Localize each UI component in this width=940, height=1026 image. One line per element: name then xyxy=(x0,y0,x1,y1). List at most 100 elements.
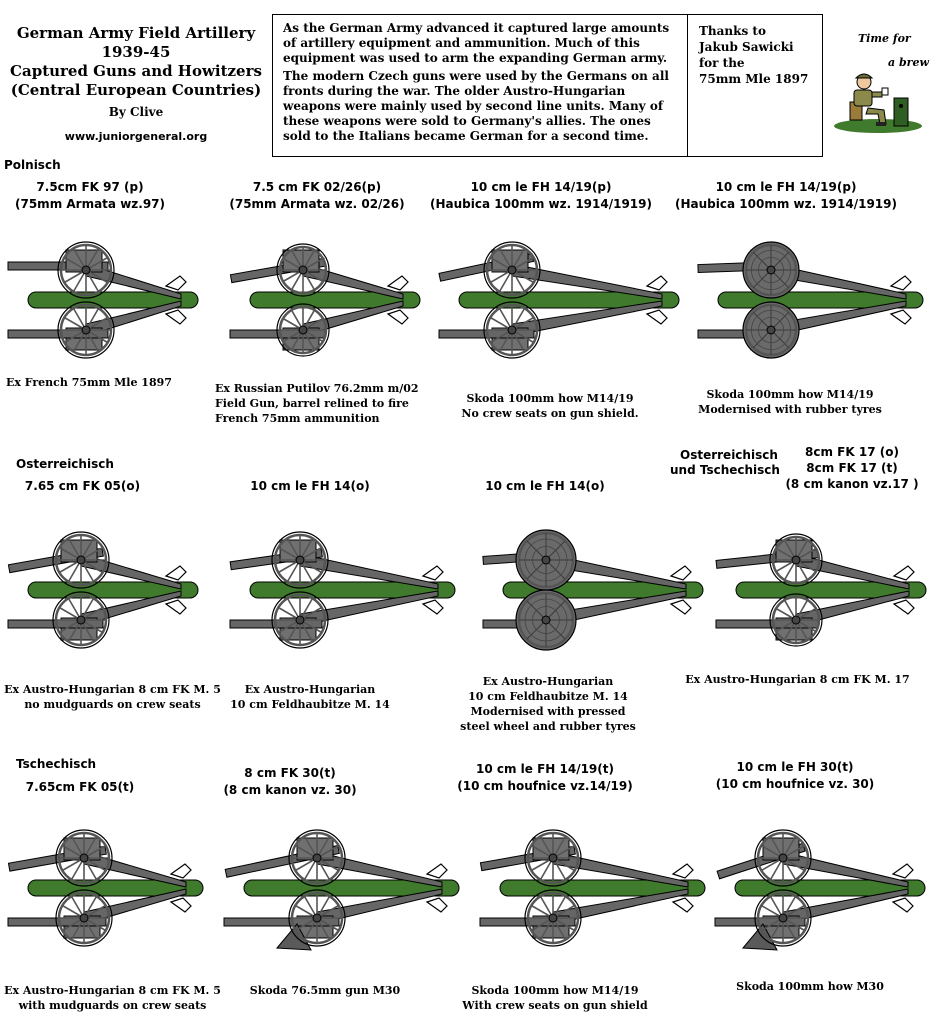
wheel-icon xyxy=(742,241,800,299)
caption-line: Ex Austro-Hungarian 8 cm FK M. 5 xyxy=(4,984,221,997)
gun-designation: 10 cm le FH 14(o) xyxy=(250,479,370,493)
gun-title: 8 cm FK 30(t) (8 cm kanon vz. 30) xyxy=(205,765,375,799)
gun-designation: 8cm FK 17 (t) xyxy=(806,461,898,475)
caption-line: Modernised with pressed xyxy=(470,705,626,718)
gun-sprite xyxy=(7,241,199,359)
caption-line: No crew seats on gun shield. xyxy=(461,407,639,420)
base-stand xyxy=(27,879,204,897)
time-for-a-brew-logo: Time for a brew xyxy=(832,28,932,134)
caption-line: no mudguards on crew seats xyxy=(24,698,201,711)
logo-text: Time for xyxy=(858,32,911,45)
base-stand xyxy=(249,291,421,309)
gun-caption: Ex Austro-Hungarian 10 cm Feldhaubitze M… xyxy=(448,674,648,734)
gun-caption: Ex Austro-Hungarian 8 cm FK M. 17 xyxy=(680,672,915,687)
gun-caption: Skoda 100mm how M14/19 No crew seats on … xyxy=(440,391,660,421)
gun-designation: (10 cm houfnice vz.14/19) xyxy=(457,779,633,793)
wheel-icon xyxy=(524,829,582,887)
gun-designation: 10 cm le FH 14/19(t) xyxy=(475,762,614,776)
gun-sprite xyxy=(482,529,704,651)
gun-title: 10 cm le FH 30(t) (10 cm houfnice vz. 30… xyxy=(700,759,890,793)
caption-line: With crew seats on gun shield xyxy=(462,999,648,1012)
notes-box: As the German Army advanced it captured … xyxy=(272,14,823,157)
gun-title: 10 cm le FH 14/19(p) (Haubica 100mm wz. … xyxy=(670,179,902,213)
gun-title: 10 cm le FH 14(o) xyxy=(225,478,395,495)
gun-caption: Ex Austro-Hungarian 8 cm FK M. 5 no mudg… xyxy=(0,682,225,712)
note-paragraph: The modern Czech guns were used by the G… xyxy=(283,69,669,143)
gun-designation: 10 cm le FH 14/19(p) xyxy=(715,180,857,194)
gun-sprite xyxy=(715,533,927,647)
wheel-icon xyxy=(276,243,330,297)
caption-line: Field Gun, barrel relined to fire xyxy=(215,397,409,410)
gun-bottom-half xyxy=(223,888,448,951)
caption-line: Ex Austro-Hungarian xyxy=(482,675,614,688)
history-note: As the German Army advanced it captured … xyxy=(273,15,688,156)
wheel-icon xyxy=(515,529,577,591)
gun-title: 7.5 cm FK 02/26(p) (75mm Armata wz. 02/2… xyxy=(222,179,412,213)
byline: By Clive xyxy=(108,105,164,119)
wheel-icon xyxy=(52,531,110,589)
site-url[interactable]: www.juniorgeneral.org xyxy=(64,130,208,143)
thanks-line: 75mm Mle 1897 xyxy=(699,72,809,86)
wheel-icon xyxy=(276,303,330,357)
section-osterreichisch-tschechisch: Osterreichisch xyxy=(680,448,778,462)
wheel-icon xyxy=(57,241,115,299)
caption-line: Skoda 100mm how M14/19 xyxy=(706,388,874,401)
gun-caption: Ex Austro-Hungarian 10 cm Feldhaubitze M… xyxy=(220,682,400,712)
title-line: (Central European Countries) xyxy=(10,81,262,99)
caption-line: Ex Russian Putilov 76.2mm m/02 xyxy=(215,382,419,395)
thanks-line: Thanks to xyxy=(699,24,766,38)
caption-line: French 75mm ammunition xyxy=(215,412,380,425)
wheel-icon xyxy=(52,591,110,649)
wheel-icon xyxy=(55,829,113,887)
gun-title: 10 cm le FH 14/19(p) (Haubica 100mm wz. … xyxy=(425,179,657,213)
caption-line: Ex Austro-Hungarian xyxy=(244,683,376,696)
wheel-icon xyxy=(55,889,113,947)
caption-line: Skoda 76.5mm gun M30 xyxy=(249,984,401,997)
caption-line: steel wheel and rubber tyres xyxy=(460,720,636,733)
soldier-drinking-icon xyxy=(834,73,922,133)
wheel-icon xyxy=(271,591,329,649)
wheel-icon xyxy=(57,301,115,359)
wheel-icon xyxy=(754,889,812,947)
gun-caption: Skoda 76.5mm gun M30 xyxy=(240,983,410,998)
gun-sprite xyxy=(438,241,680,359)
wheel-icon xyxy=(769,533,823,587)
caption-line: Ex French 75mm Mle 1897 xyxy=(6,376,172,389)
gun-designation: (10 cm houfnice vz. 30) xyxy=(715,777,875,791)
thanks-line: for the xyxy=(699,56,745,70)
wheel-icon xyxy=(754,829,812,887)
caption-line: Ex Austro-Hungarian 8 cm FK M. 17 xyxy=(685,673,910,686)
gun-caption: Skoda 100mm how M14/19 With crew seats o… xyxy=(450,983,660,1013)
caption-line: with mudguards on crew seats xyxy=(18,999,207,1012)
wheel-icon xyxy=(288,889,346,947)
gun-designation: 10 cm le FH 30(t) xyxy=(736,760,854,774)
gun-designation: 10 cm le FH 14(o) xyxy=(485,479,605,493)
wheel-icon xyxy=(742,301,800,359)
gun-caption: Skoda 100mm how M14/19 Modernised with r… xyxy=(690,387,890,417)
caption-line: Ex Austro-Hungarian 8 cm FK M. 5 xyxy=(4,683,221,696)
gun-designation: (Haubica 100mm wz. 1914/1919) xyxy=(430,197,652,211)
gun-designation: 10 cm le FH 14/19(p) xyxy=(470,180,612,194)
gun-sprite xyxy=(229,531,456,649)
gun-designation: 7.65cm FK 05(t) xyxy=(25,780,135,794)
gun-title: 7.5cm FK 97 (p) (75mm Armata wz.97) xyxy=(0,179,180,213)
gun-caption: Skoda 100mm how M30 xyxy=(725,979,895,994)
title-line: German Army Field Artillery xyxy=(16,24,256,42)
wheel-icon xyxy=(515,589,577,651)
section-osterreichisch: Osterreichisch xyxy=(16,457,114,471)
gun-sprite xyxy=(229,243,421,357)
gun-title: 10 cm le FH 14/19(t) (10 cm houfnice vz.… xyxy=(440,761,650,795)
logo-text: a brew xyxy=(888,56,929,69)
gun-designation: 7.5 cm FK 02/26(p) xyxy=(252,180,382,194)
thanks-line: Jakub Sawicki xyxy=(699,40,794,54)
wheel-icon xyxy=(524,889,582,947)
gun-sprite xyxy=(7,829,204,947)
section-polnisch: Polnisch xyxy=(4,158,61,172)
title-line: 1939-45 xyxy=(101,43,171,61)
gun-designation: 7.65 cm FK 05(o) xyxy=(24,479,141,493)
caption-line: Skoda 100mm how M30 xyxy=(736,980,884,993)
gun-sprite xyxy=(697,241,924,359)
base-stand xyxy=(27,291,199,309)
caption-line: 10 cm Feldhaubitze M. 14 xyxy=(468,690,628,703)
gun-designation: 7.5cm FK 97 (p) xyxy=(36,180,144,194)
